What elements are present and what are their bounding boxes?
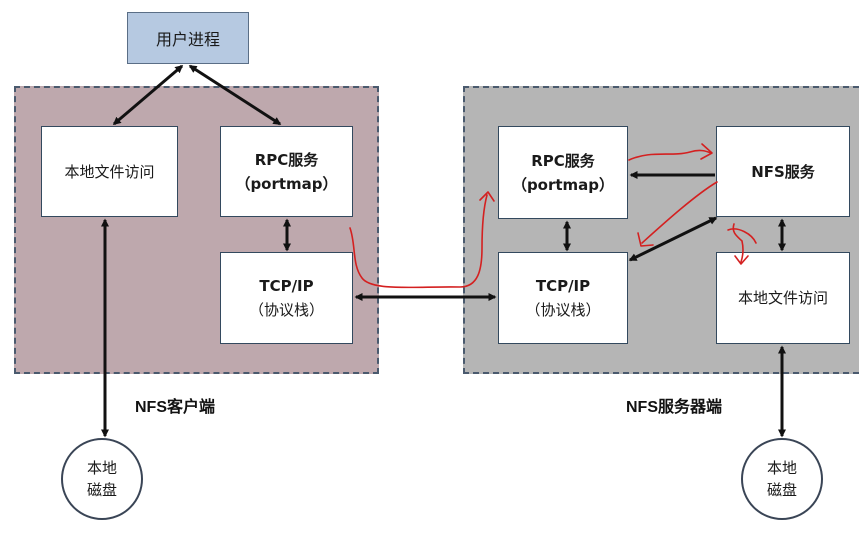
client-local-file-access-box: 本地文件访问 xyxy=(41,126,178,217)
user-process-box: 用户进程 xyxy=(127,12,249,64)
arrow-user-to-client-local xyxy=(112,64,184,126)
red-annotation-rpc-to-nfs xyxy=(628,149,712,161)
red-annotation-nfs-to-tcpip xyxy=(641,181,718,244)
red-annotation-network-path xyxy=(349,194,488,289)
red-annotation-nfs-to-local xyxy=(732,223,744,263)
red-annotation-loop xyxy=(727,228,757,244)
client-disk-label-line2: 磁盘 xyxy=(86,481,117,499)
server-disk-label-line2: 磁盘 xyxy=(766,481,797,499)
client-tcpip-label: TCP/IP xyxy=(259,277,314,295)
nfs-client-caption: NFS客户端 xyxy=(135,399,216,416)
red-annotation-arrowhead-3 xyxy=(637,232,654,247)
client-rpc-label: RPC服务 xyxy=(254,150,319,169)
red-annotation-arrowhead-4 xyxy=(734,255,749,265)
server-tcpip-label: TCP/IP xyxy=(535,277,591,295)
client-tcpip-box: TCP/IP （协议栈） xyxy=(220,252,353,344)
server-nfs-service-label: NFS服务 xyxy=(751,162,815,181)
server-rpc-portmap-label: （portmap） xyxy=(511,175,615,194)
server-disk-label-line1: 本地 xyxy=(766,459,797,477)
server-rpc-service-box: RPC服务 （portmap） xyxy=(498,126,628,219)
client-local-file-access-label: 本地文件访问 xyxy=(64,162,155,181)
server-local-file-access-box: 本地文件访问 xyxy=(716,252,850,344)
red-annotation-arrowhead-1 xyxy=(479,191,495,202)
server-nfs-service-box: NFS服务 xyxy=(716,126,850,217)
arrow-nfs-tcpip xyxy=(628,216,718,262)
red-annotation-arrowhead-2 xyxy=(700,143,713,160)
client-rpc-service-box: RPC服务 （portmap） xyxy=(220,126,353,217)
client-disk-label-line1: 本地 xyxy=(86,459,117,477)
server-tcpip-box: TCP/IP （协议栈） xyxy=(498,252,628,344)
client-protocol-stack-label: （协议栈） xyxy=(248,301,324,319)
client-local-disk: 本地 磁盘 xyxy=(61,438,143,520)
server-protocol-stack-label: （协议栈） xyxy=(525,301,601,319)
user-process-label: 用户进程 xyxy=(155,30,220,49)
server-rpc-label: RPC服务 xyxy=(531,151,595,170)
nfs-server-caption: NFS服务器端 xyxy=(626,399,723,416)
server-local-disk: 本地 磁盘 xyxy=(741,438,823,520)
client-rpc-portmap-label: （portmap） xyxy=(235,174,338,193)
arrow-user-to-client-rpc xyxy=(188,64,282,126)
server-local-file-access-label: 本地文件访问 xyxy=(737,289,828,307)
